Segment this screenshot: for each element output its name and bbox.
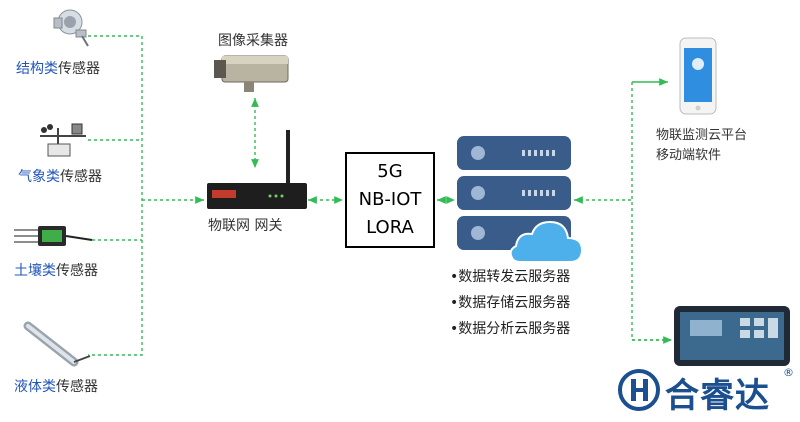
- soil-sensor-icon: [14, 226, 93, 246]
- gateway-label: 物联网 网关: [208, 218, 283, 234]
- cloud-icon: [509, 220, 584, 263]
- monitor-screen-icon: [674, 306, 790, 366]
- camera-label: 图像采集器: [218, 33, 288, 49]
- protocol-nb-iot: NB-IOT: [358, 189, 422, 210]
- protocol-lora: LORA: [366, 217, 414, 238]
- mobile-software-label: 移动端软件: [656, 148, 722, 163]
- weather-sensor-icon: [40, 123, 86, 157]
- protocol-5g: 5G: [377, 161, 403, 182]
- liquid-sensor-label: 液体类传感器: [14, 379, 98, 395]
- structural-sensor-icon: [53, 9, 89, 47]
- gateway-icon: [207, 130, 307, 209]
- cloud-service-analysis: •数据分析云服务器: [450, 321, 571, 337]
- camera-icon: [214, 55, 289, 92]
- brand-logo: 合睿达 ®: [617, 366, 797, 416]
- sensor-bus-line: [88, 35, 143, 356]
- protocol-box: 5G NB-IOT LORA: [345, 152, 435, 248]
- cloud-service-storage: •数据存储云服务器: [450, 295, 571, 311]
- structural-sensor-label: 结构类传感器: [16, 61, 100, 77]
- brand-h-icon: [618, 369, 660, 411]
- brand-name: 合睿达: [665, 376, 770, 416]
- liquid-sensor-icon: [23, 321, 91, 367]
- weather-sensor-label: 气象类传感器: [18, 169, 102, 185]
- registered-mark: ®: [783, 366, 794, 379]
- mobile-phone-icon: [679, 37, 717, 115]
- soil-sensor-label: 土壤类传感器: [14, 263, 98, 279]
- cloud-service-forward: •数据转发云服务器: [450, 269, 571, 285]
- mobile-platform-label: 物联监测云平台: [656, 128, 748, 143]
